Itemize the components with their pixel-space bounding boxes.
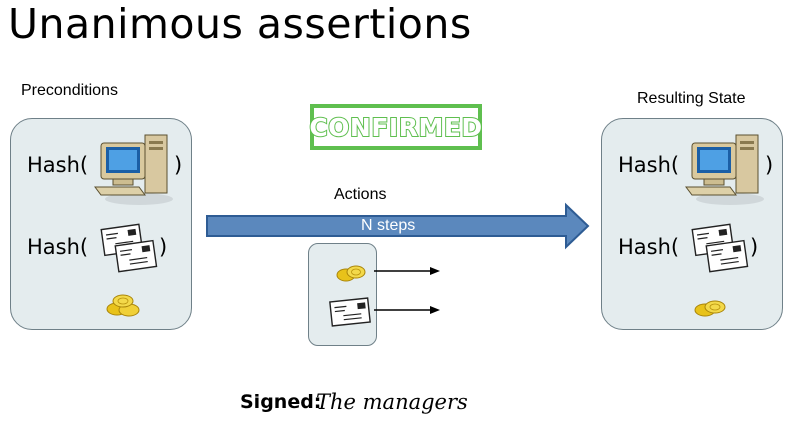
hash-computer-label: Hash( xyxy=(27,153,89,177)
signature-text: The managers xyxy=(316,390,468,414)
hash-computer-close: ) xyxy=(174,153,183,177)
signed-label: Signed: xyxy=(240,391,322,413)
resulting-state-label: Resulting State xyxy=(637,90,746,107)
action-arrows xyxy=(374,267,440,314)
n-steps-label: N steps xyxy=(361,217,416,234)
preconditions-box: Hash( ) Hash( ) xyxy=(10,118,192,330)
page-title: Unanimous assertions xyxy=(8,0,472,48)
hash-envelopes-label: Hash( xyxy=(618,235,680,259)
n-steps-arrow-icon xyxy=(206,202,590,250)
hash-computer-label: Hash( xyxy=(618,153,680,177)
actions-box xyxy=(308,243,377,346)
confirmed-stamp-text: CONFIRMED xyxy=(308,112,483,143)
preconditions-label: Preconditions xyxy=(21,82,118,99)
computer-icon xyxy=(94,134,173,205)
coins-icon xyxy=(694,300,726,317)
hash-envelopes-label: Hash( xyxy=(27,235,89,259)
hash-envelopes-close: ) xyxy=(750,235,759,259)
confirmed-stamp: CONFIRMED xyxy=(308,104,483,150)
coin-action-arrow-icon xyxy=(374,267,440,275)
hash-computer-close: ) xyxy=(765,153,774,177)
envelope-action-arrow-icon xyxy=(374,306,440,314)
coins-icon xyxy=(336,265,366,282)
hash-envelopes-close: ) xyxy=(159,235,168,259)
envelopes-icon xyxy=(100,223,158,273)
envelopes-icon xyxy=(691,223,749,273)
resulting-state-box: Hash( ) Hash( ) xyxy=(601,118,783,330)
computer-icon xyxy=(685,134,764,205)
coins-icon xyxy=(106,294,140,317)
envelope-icon xyxy=(329,297,371,327)
actions-label: Actions xyxy=(334,186,387,203)
